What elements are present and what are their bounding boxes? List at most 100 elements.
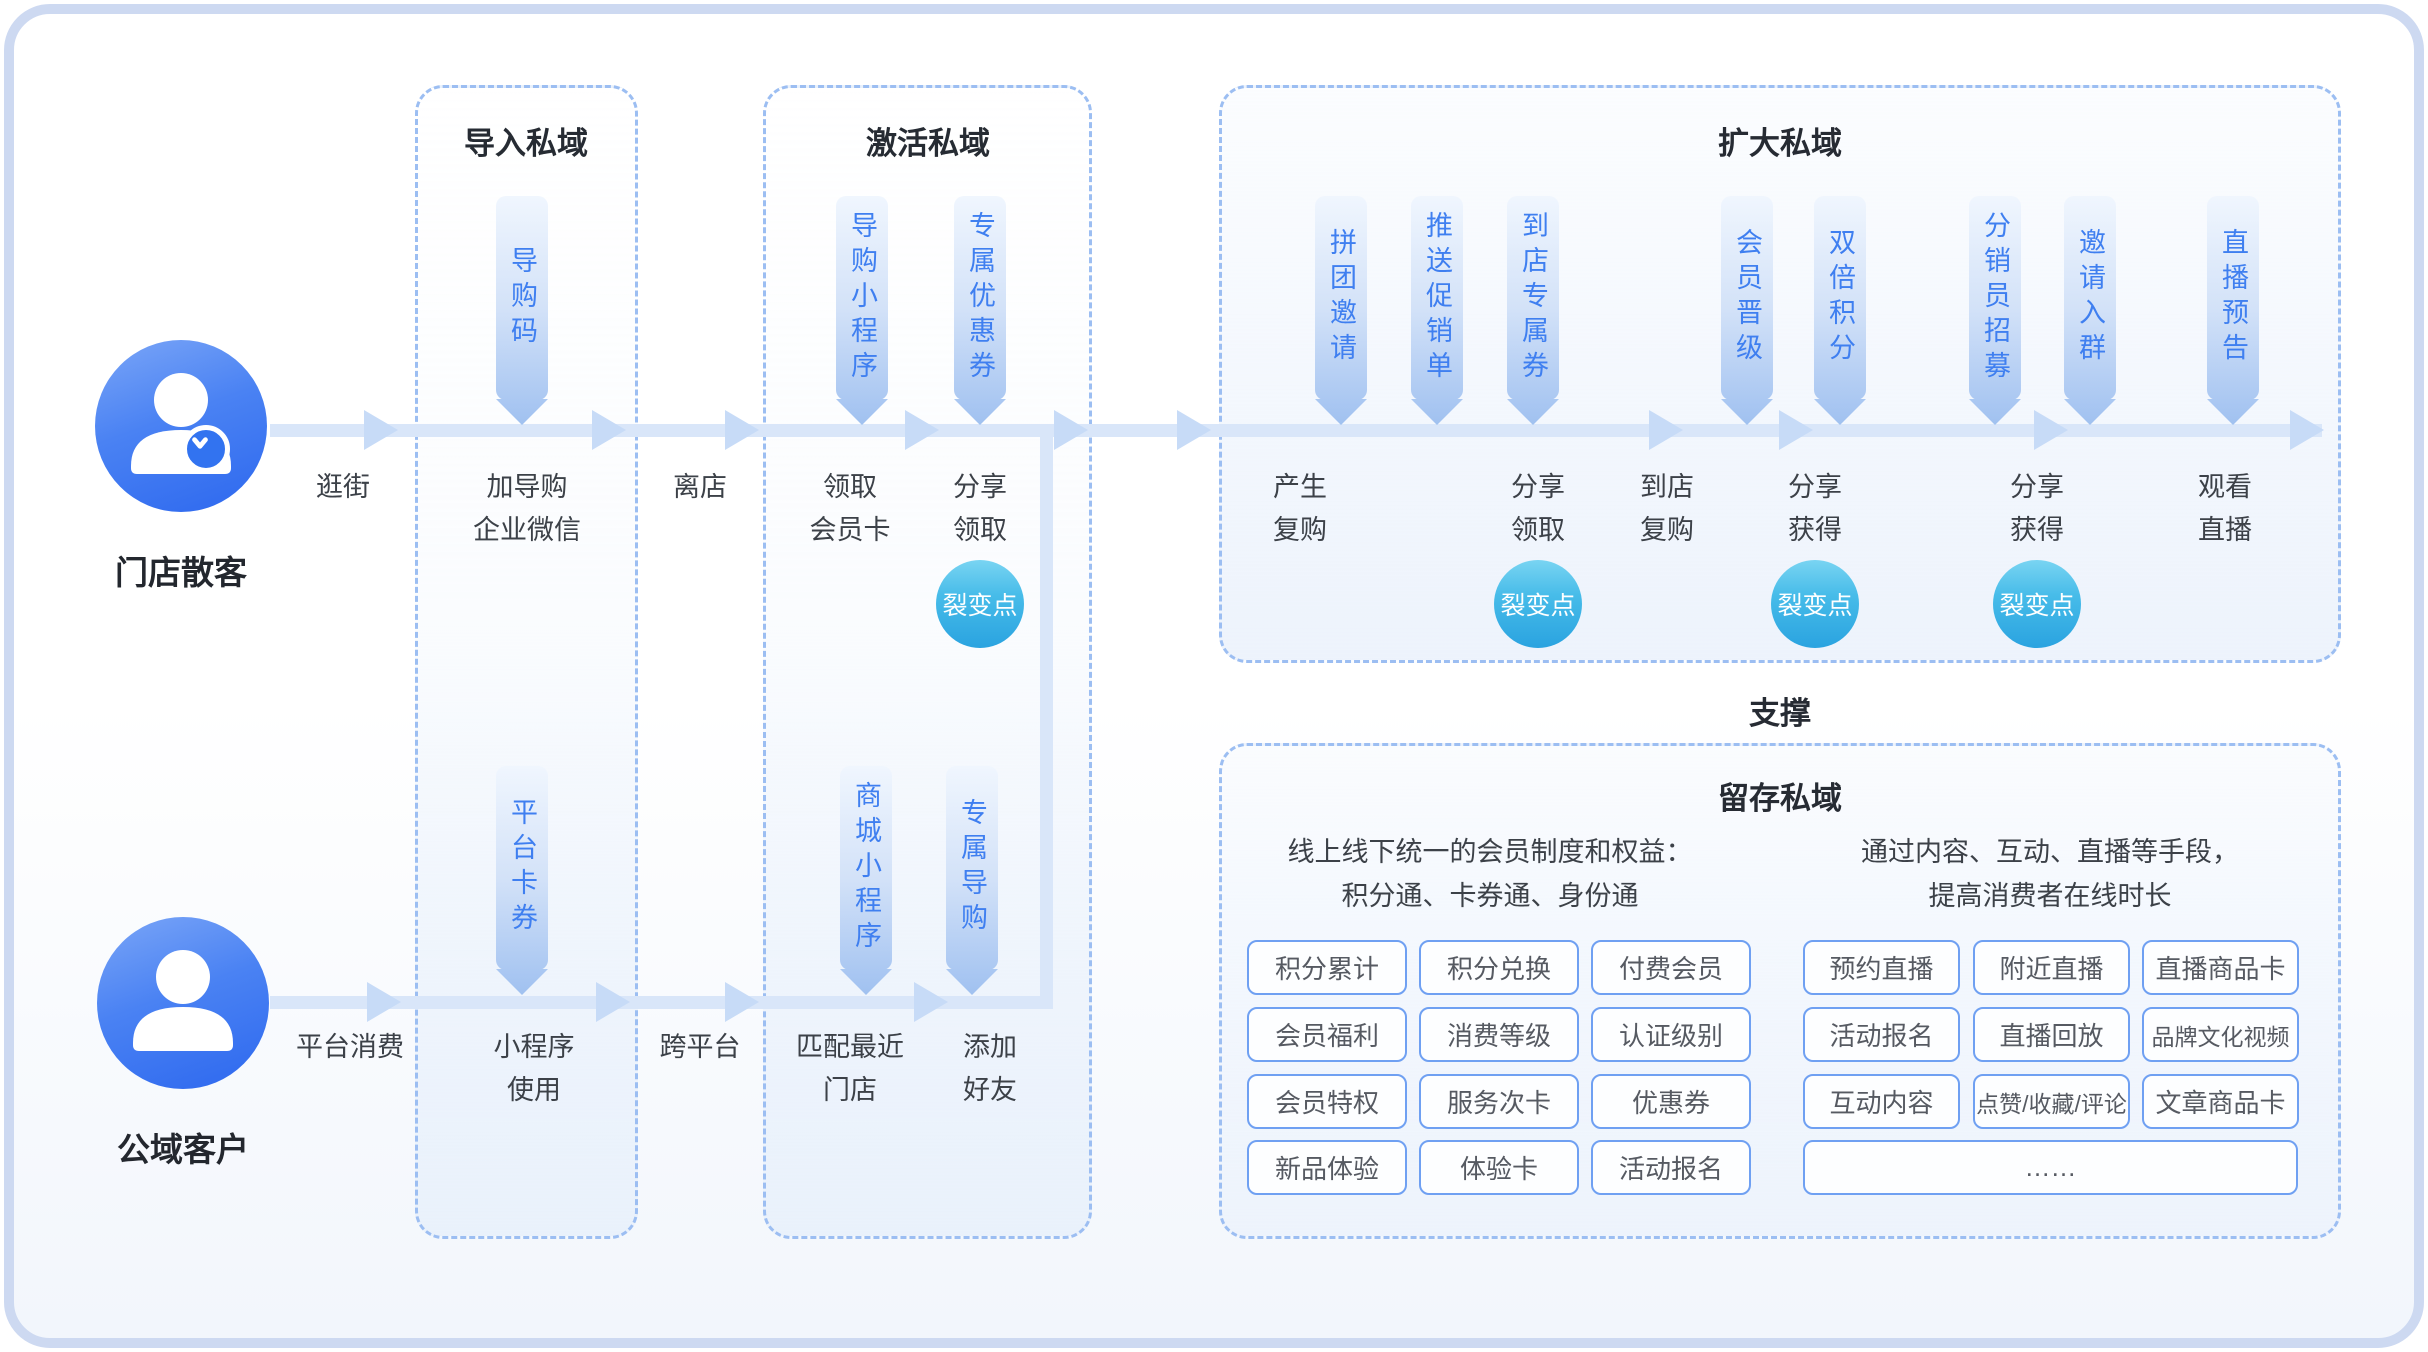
more-content-chip: …… [1803,1140,2298,1195]
ribbon-tail [836,399,888,425]
ribbon-guide-miniapp: 导购小程序 [836,196,888,425]
ribbon-label: 导购码 [507,245,537,351]
content-chip: 品牌文化视频 [2142,1007,2299,1062]
ribbon-label: 商城小程序 [851,780,881,956]
flow-label-match-store: 匹配最近 门店 [796,1032,904,1105]
ribbon-label: 到店专属券 [1518,210,1548,386]
flow-arrowhead [1779,410,1813,450]
fission-point-badge: 裂变点 [1494,560,1582,648]
ribbon-group-buy-invite: 拼团邀请 [1315,196,1367,425]
bottom-flow-line [270,996,1053,1009]
flow-label-leave-store: 离店 [673,472,727,502]
stage-title-import: 导入私域 [464,126,588,161]
member-benefit-chip: 体验卡 [1419,1140,1579,1195]
store-customer-avatar [95,340,267,512]
fission-point-badge: 裂变点 [1993,560,2081,648]
public-customer-avatar [97,917,269,1089]
flow-label-watch-live: 观看 直播 [2198,472,2252,545]
member-system-description: 线上线下统一的会员制度和权益： 积分通、卡券通、身份通 [1287,837,1693,911]
content-chip: 直播回放 [1973,1007,2130,1062]
ribbon-exclusive-coupon: 专属优惠券 [954,196,1006,425]
ribbon-label: 推送促销单 [1422,210,1452,386]
flow-label-repurchase: 产生 复购 [1273,472,1327,545]
ribbon-live-preview: 直播预告 [2207,196,2259,425]
flow-arrowhead [1649,410,1683,450]
flow-arrowhead [2034,410,2068,450]
ribbon-guide-code: 导购码 [496,196,548,425]
flow-label-share-gain-2: 分享 获得 [2010,472,2064,545]
content-chip: 互动内容 [1803,1074,1960,1129]
ribbon-label: 导购小程序 [847,210,877,386]
stage-title-support: 支撑 [1749,696,1811,731]
member-benefit-chip: 积分兑换 [1419,940,1579,995]
ribbon-member-upgrade: 会员晋级 [1721,196,1773,425]
content-chip: 活动报名 [1803,1007,1960,1062]
flow-label-cross-platform: 跨平台 [659,1032,741,1062]
ribbon-tail [2207,399,2259,425]
ribbon-push-promo: 推送促销单 [1411,196,1463,425]
verified-badge [182,425,230,473]
ribbon-label: 会员晋级 [1732,228,1762,368]
person-icon [131,373,231,474]
stage-box-expand [1219,85,2341,663]
flow-arrowhead [1054,410,1088,450]
flow-label-share-claim-1: 分享 领取 [953,472,1007,545]
member-benefit-chip: 服务次卡 [1419,1074,1579,1129]
public-customer-label: 公域客户 [117,1131,249,1168]
flow-arrowhead [596,982,630,1022]
ribbon-label: 直播预告 [2218,228,2248,368]
ribbon-tail [1507,399,1559,425]
ribbon-tail [954,399,1006,425]
member-benefit-chip: 消费等级 [1419,1007,1579,1062]
stage-title-expand: 扩大私域 [1718,126,1842,161]
member-benefit-chip: 活动报名 [1591,1140,1751,1195]
content-chip: 点赞/收藏/评论 [1973,1074,2130,1129]
flow-arrowhead [592,410,626,450]
ribbon-tail [840,969,892,995]
stage-title-retain: 留存私域 [1718,781,1842,816]
ribbon-tail [1969,399,2021,425]
member-benefit-chip: 付费会员 [1591,940,1751,995]
fission-point-badge: 裂变点 [1771,560,1859,648]
ribbon-double-points: 双倍积分 [1814,196,1866,425]
flow-label-platform-consume: 平台消费 [296,1032,404,1062]
ribbon-label: 专属优惠券 [965,210,995,386]
ribbon-label: 邀请入群 [2075,228,2105,368]
chevron-down-icon [192,437,208,449]
ribbon-label: 平台卡券 [507,798,537,938]
flow-arrowhead [364,410,398,450]
flow-arrowhead [367,982,401,1022]
ribbon-invite-to-group: 邀请入群 [2064,196,2116,425]
ribbon-tail [1411,399,1463,425]
content-chip: 直播商品卡 [2142,940,2299,995]
ribbon-distributor-recruit: 分销员招募 [1969,196,2021,425]
store-customer-label: 门店散客 [115,554,247,591]
flow-arrowhead [914,982,948,1022]
stage-title-activate: 激活私域 [866,126,990,161]
flow-label-store-repurchase: 到店 复购 [1640,472,1694,545]
person-icon [133,950,233,1051]
ribbon-label: 拼团邀请 [1326,228,1356,368]
content-chip: 文章商品卡 [2142,1074,2299,1129]
ribbon-label: 分销员招募 [1980,210,2010,386]
flow-label-add-friend: 添加 好友 [963,1032,1017,1105]
ribbon-label: 双倍积分 [1825,228,1855,368]
member-benefit-chip: 积分累计 [1247,940,1407,995]
flow-arrowhead [2290,410,2324,450]
ribbon-tail [946,969,998,995]
ribbon-tail [2064,399,2116,425]
flow-label-window-shopping: 逛街 [316,472,370,502]
flow-label-add-wecom: 加导购 企业微信 [473,472,581,545]
member-benefit-chip: 认证级别 [1591,1007,1751,1062]
member-benefit-chip: 会员福利 [1247,1007,1407,1062]
ribbon-label: 专属导购 [957,798,987,938]
ribbon-store-coupon: 到店专属券 [1507,196,1559,425]
member-benefit-chip: 新品体验 [1247,1140,1407,1195]
member-benefit-chip: 会员特权 [1247,1074,1407,1129]
flow-arrowhead [1177,410,1211,450]
ribbon-tail [1814,399,1866,425]
member-benefit-chip: 优惠券 [1591,1074,1751,1129]
flow-label-claim-member-card: 领取 会员卡 [809,472,891,545]
stage-box-activate [763,85,1092,1239]
